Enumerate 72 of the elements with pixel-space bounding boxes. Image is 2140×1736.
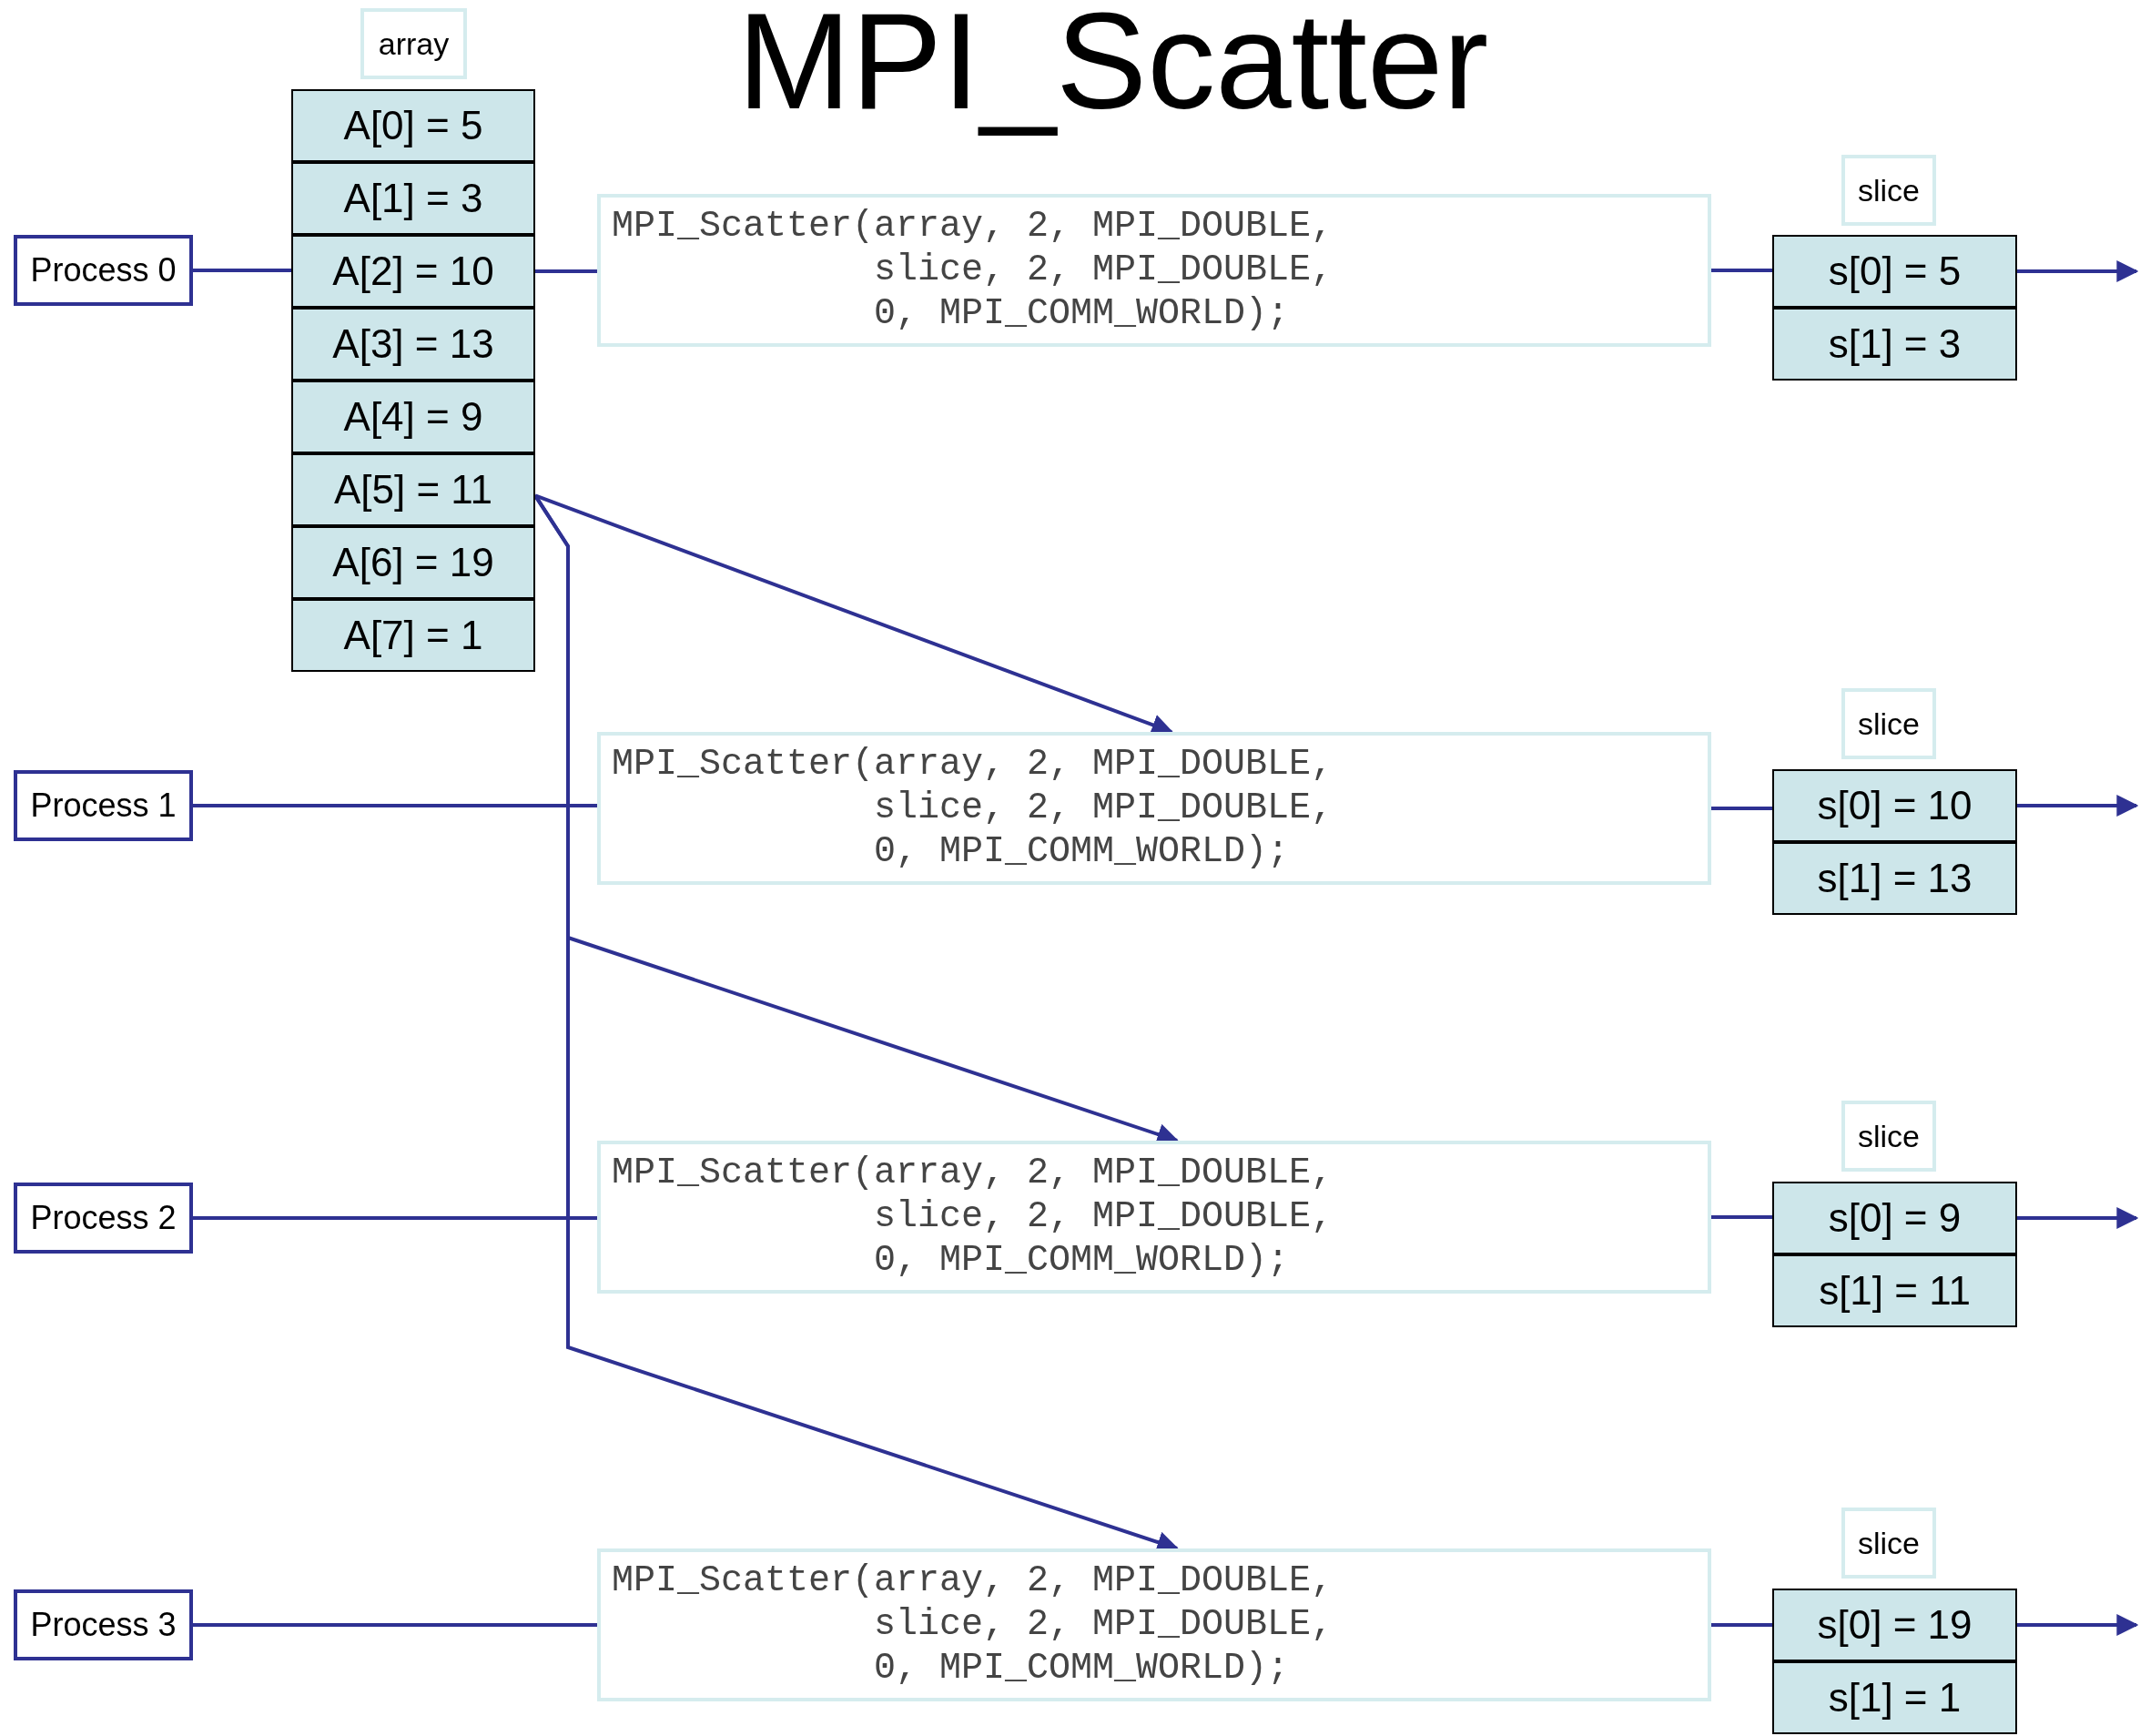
array-cell — [291, 89, 535, 162]
code-text: MPI_Scatter(array, 2, MPI_DOUBLE, slice, 2, MPI_DOUBLE, 0, MPI_COMM_WORLD); — [612, 1152, 1334, 1283]
array-cell — [1772, 842, 2017, 915]
cell-value: s[1] = 1 — [1828, 1675, 1962, 1721]
array-cell — [1772, 769, 2017, 842]
cell-value: A[3] = 13 — [332, 321, 494, 367]
connector-line — [535, 269, 597, 273]
cell-value: s[0] = 19 — [1817, 1602, 1973, 1648]
variable-label — [1841, 1508, 1936, 1579]
cell-value: s[1] = 11 — [1819, 1268, 1971, 1314]
array-cell — [1772, 1661, 2017, 1734]
cell-value: A[1] = 3 — [343, 176, 483, 221]
array-cell — [1772, 235, 2017, 308]
variable-name: slice — [1858, 1118, 1920, 1154]
connector-line — [1711, 269, 1772, 272]
variable-label — [1841, 1101, 1936, 1172]
connector-line — [1711, 1215, 1772, 1219]
code-box — [597, 1141, 1711, 1294]
array-cell — [1772, 308, 2017, 381]
cell-value: s[1] = 13 — [1817, 856, 1973, 901]
array-cell — [291, 599, 535, 672]
process-box — [14, 770, 193, 841]
title: MPI_Scatter — [737, 0, 1489, 138]
code-box — [597, 194, 1711, 347]
array-cell — [291, 235, 535, 308]
connector-line — [193, 1216, 597, 1220]
code-text: MPI_Scatter(array, 2, MPI_DOUBLE, slice, 2, MPI_DOUBLE, 0, MPI_COMM_WORLD); — [612, 1559, 1334, 1690]
array-cell — [1772, 1589, 2017, 1661]
cell-value: s[0] = 9 — [1828, 1195, 1962, 1241]
array-cell — [291, 162, 535, 235]
connector-line — [193, 269, 291, 272]
variable-label — [360, 8, 467, 79]
arrow — [2017, 795, 2139, 817]
variable-label — [1841, 155, 1936, 226]
process-label: Process 1 — [30, 787, 177, 825]
cell-value: A[0] = 5 — [343, 103, 483, 148]
connector-line — [193, 1623, 597, 1627]
cell-value: A[2] = 10 — [332, 249, 494, 294]
cell-value: A[4] = 9 — [343, 394, 483, 440]
process-label: Process 3 — [30, 1606, 177, 1644]
array-cell — [291, 526, 535, 599]
connector-line — [193, 804, 597, 807]
cell-value: s[0] = 10 — [1817, 783, 1973, 828]
arrow — [2017, 260, 2139, 282]
variable-name: slice — [1858, 706, 1920, 742]
array-cell — [1772, 1182, 2017, 1254]
connector-line — [1711, 1623, 1772, 1627]
array-cell — [291, 453, 535, 526]
array-cell — [1772, 1254, 2017, 1327]
variable-name: array — [378, 25, 450, 62]
process-box — [14, 235, 193, 306]
variable-name: slice — [1858, 172, 1920, 208]
array-cell — [291, 308, 535, 381]
arrow — [2017, 1207, 2139, 1229]
code-text: MPI_Scatter(array, 2, MPI_DOUBLE, slice, 2, MPI_DOUBLE, 0, MPI_COMM_WORLD); — [612, 205, 1334, 336]
cell-value: A[6] = 19 — [332, 540, 494, 585]
code-text: MPI_Scatter(array, 2, MPI_DOUBLE, slice, 2, MPI_DOUBLE, 0, MPI_COMM_WORLD); — [612, 743, 1334, 874]
code-box — [597, 1548, 1711, 1701]
cell-value: A[7] = 1 — [343, 613, 483, 658]
process-label: Process 2 — [30, 1199, 177, 1237]
cell-value: A[5] = 11 — [333, 467, 493, 513]
cell-value: s[0] = 5 — [1828, 249, 1962, 294]
connector-line — [1711, 807, 1772, 810]
variable-label — [1841, 688, 1936, 759]
code-box — [597, 732, 1711, 885]
process-label: Process 0 — [30, 251, 177, 289]
cell-value: s[1] = 3 — [1828, 321, 1962, 367]
variable-name: slice — [1858, 1525, 1920, 1561]
arrow — [2017, 1614, 2139, 1636]
process-box — [14, 1589, 193, 1660]
process-box — [14, 1183, 193, 1254]
array-cell — [291, 381, 535, 453]
